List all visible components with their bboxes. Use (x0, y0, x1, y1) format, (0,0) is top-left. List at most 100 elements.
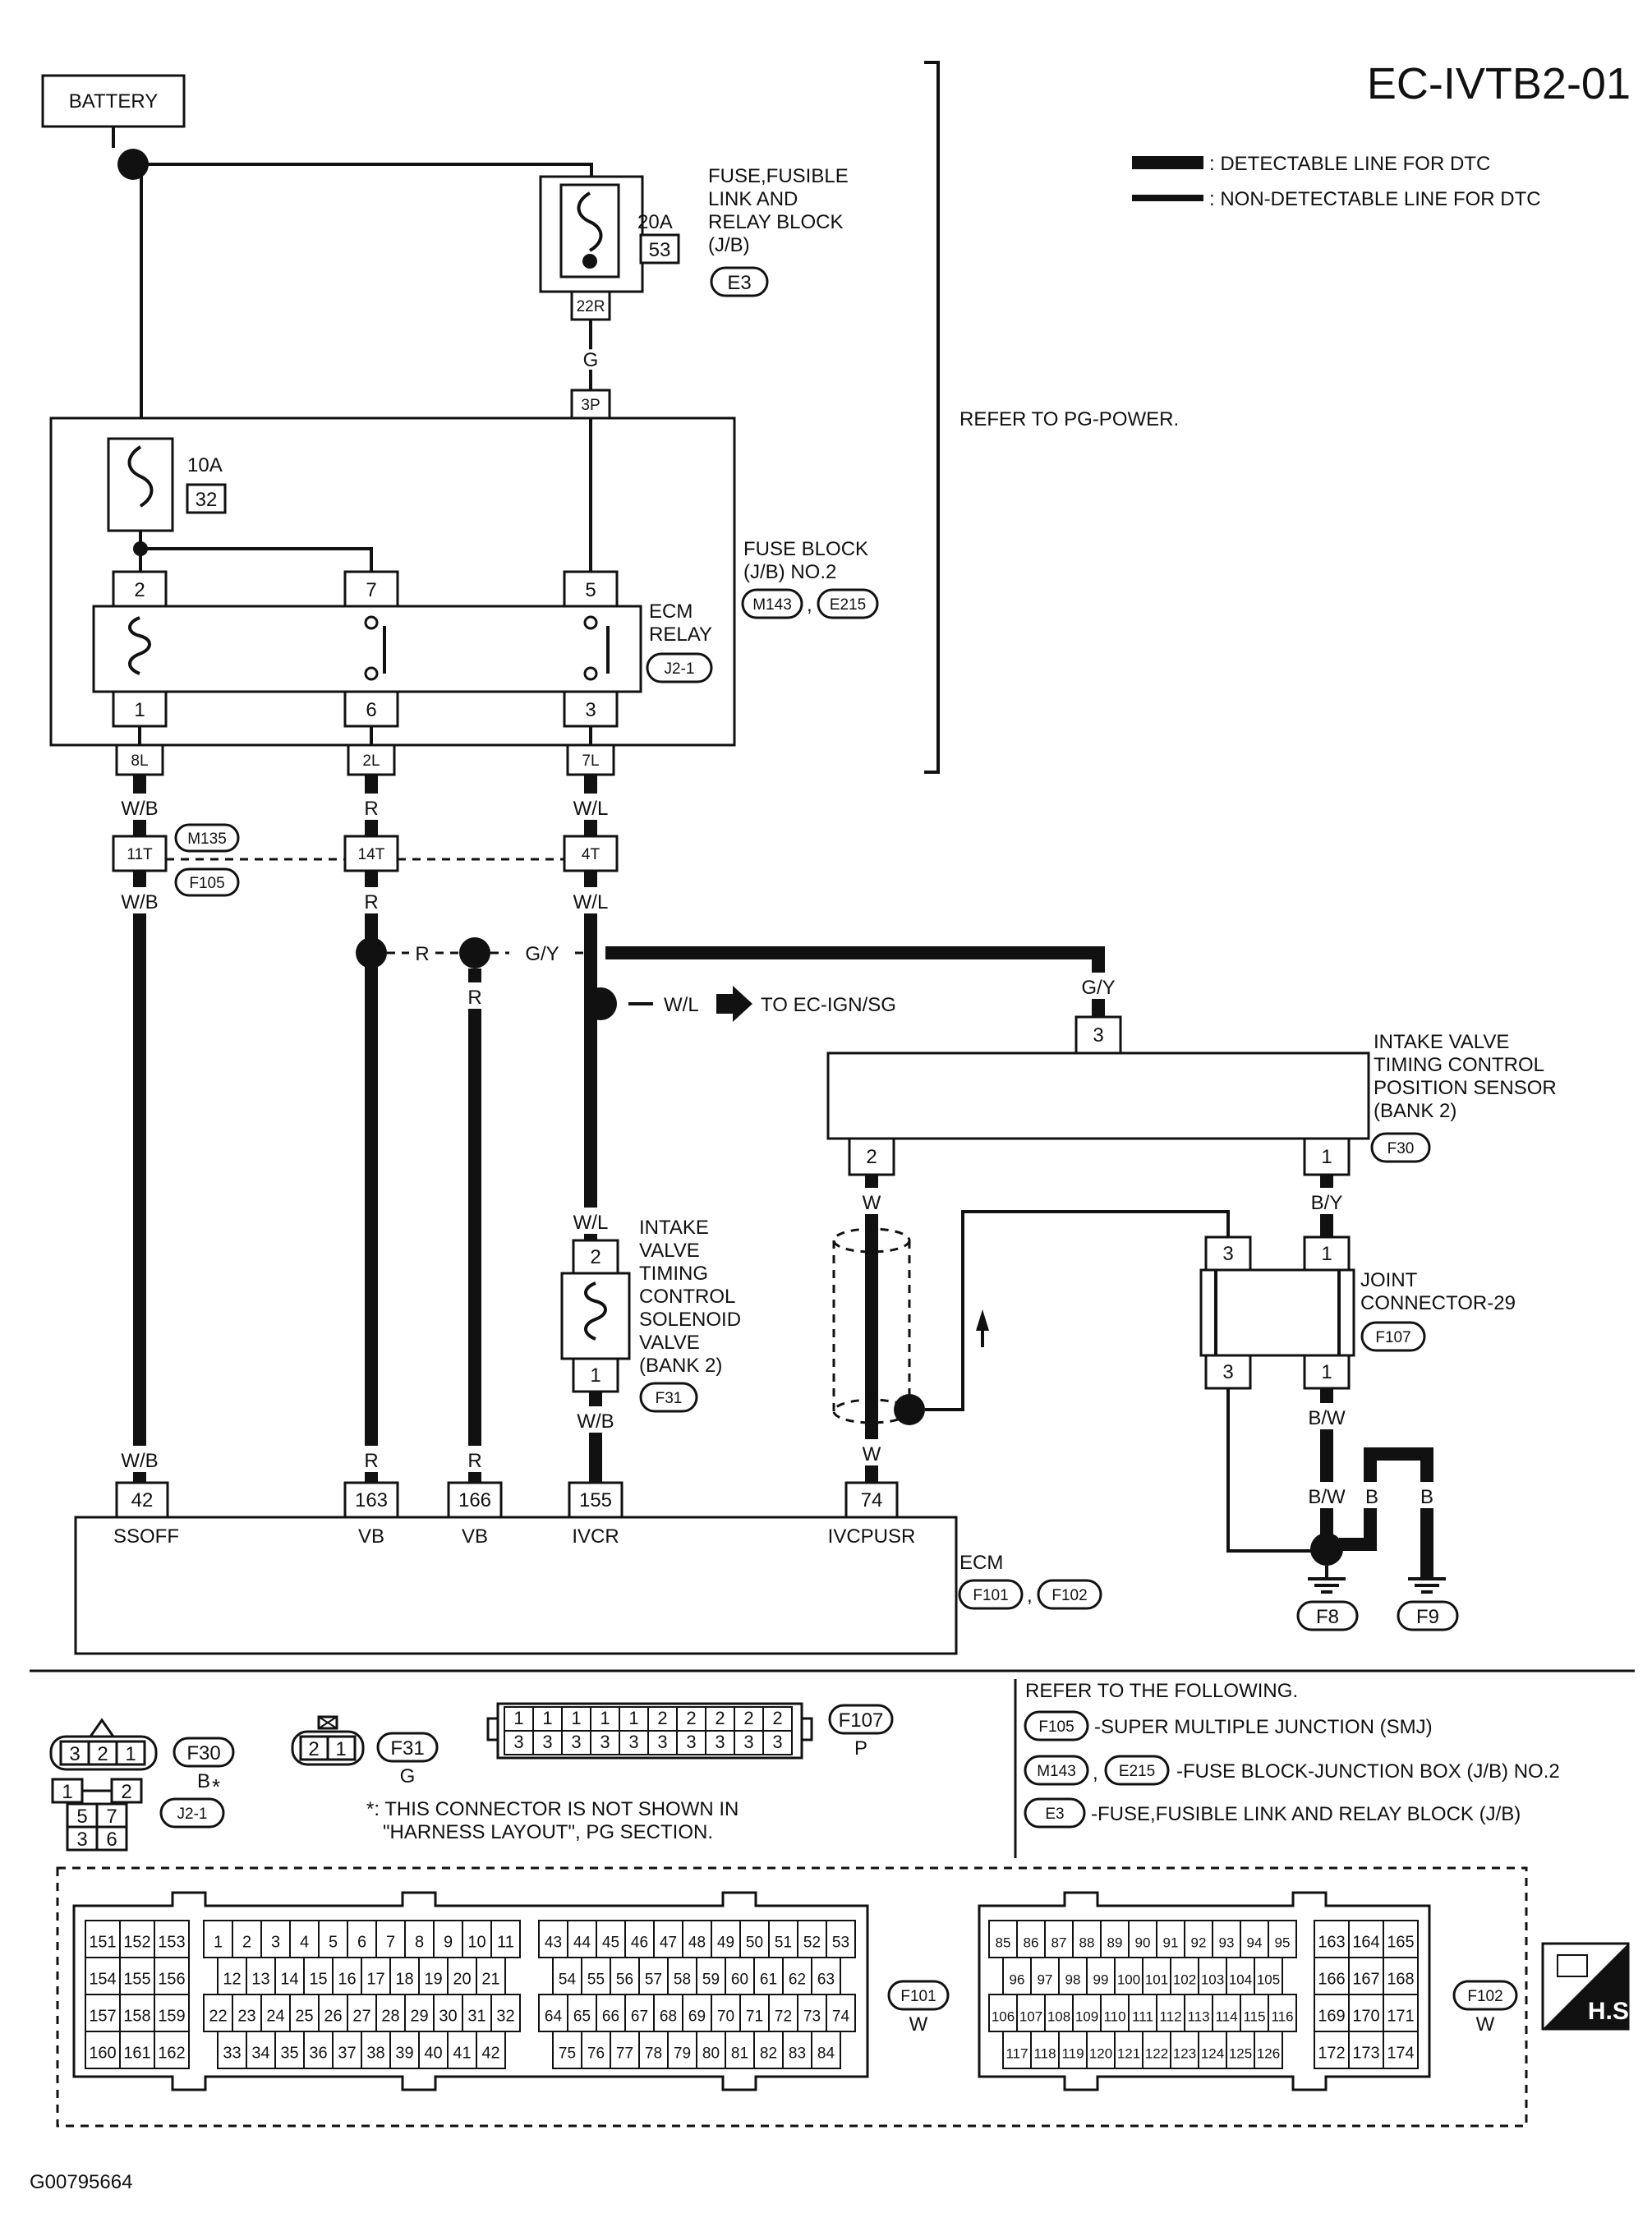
fuse-block-label-2: (J/B) NO.2 (743, 561, 836, 583)
f101-pin-50: 50 (746, 1934, 763, 1951)
connector-f31-face (291, 1715, 365, 1766)
f102-pin-169-cell (1314, 1994, 1350, 2032)
f101-pin-55-cell (581, 1957, 611, 1995)
wire-w-label-upper: W (863, 1192, 881, 1214)
f102-pin-120: 120 (1089, 2045, 1112, 2061)
wire-r-label-166: R (467, 987, 481, 1009)
sensor-pin-2-label: 2 (866, 1146, 877, 1168)
j21-pin-1: 1 (62, 1781, 72, 1803)
f101-pin-160-cell (85, 2031, 121, 2069)
f102-pin-113-cell (1184, 1994, 1213, 2032)
relay-contact-c (583, 615, 598, 630)
conn-f102-face-label: F102 (1467, 1988, 1502, 2005)
refer-pg-power: REFER TO PG-POWER. (959, 408, 1179, 430)
f101-pin-159-cell (154, 1994, 190, 2032)
refer-f105-badge (1024, 1710, 1089, 1741)
f101-pin-31: 31 (467, 2007, 485, 2025)
conn-m143-label: M143 (752, 596, 792, 614)
f101-pin-70: 70 (717, 2008, 734, 2025)
f101-face (72, 1891, 869, 2091)
f107-pin-3-cell (504, 1730, 534, 1755)
f101-pin-72: 72 (775, 2008, 792, 2025)
f102-pin-86-cell (1016, 1920, 1046, 1958)
f102-pin-103: 103 (1201, 1971, 1224, 1987)
f101-pin-44: 44 (573, 1934, 591, 1951)
f102-pin-91: 91 (1163, 1935, 1179, 1950)
ecm-pin-166 (447, 1481, 503, 1519)
f102-pin-174-cell (1383, 2031, 1419, 2069)
refer-f105-text: -SUPER MULTIPLE JUNCTION (SMJ) (1094, 1716, 1433, 1738)
f101-pin-68-cell (653, 1994, 683, 2032)
f102-pin-111: 111 (1132, 2008, 1153, 2024)
refer-f105-label: F105 (1038, 1718, 1074, 1736)
f102-pin-113: 113 (1187, 2008, 1209, 2024)
f102-pin-97: 97 (1038, 1971, 1053, 1987)
f107-pin-1: 1 (542, 1708, 552, 1728)
ecm-label: ECM (959, 1552, 1003, 1574)
conn-m135-badge (174, 823, 240, 853)
wire-w-label-lower: W (863, 1443, 881, 1465)
f101-pin-11: 11 (497, 1933, 514, 1951)
smj-term-4t (563, 835, 619, 872)
sensor-label-2: TIMING CONTROL (1374, 1054, 1544, 1076)
f102-pin-163: 163 (1318, 1933, 1345, 1951)
f101-pin-82: 82 (760, 2045, 777, 2062)
legend-j21-label: J2-1 (177, 1806, 208, 1823)
f101-pin-20-cell (447, 1957, 477, 1995)
f101-pin-9-cell (433, 1920, 463, 1958)
f101-pin-153: 153 (158, 1933, 185, 1951)
term-7l (566, 743, 615, 776)
refer-m143-badge (1024, 1755, 1089, 1786)
comma-3: , (1093, 1762, 1098, 1784)
solenoid-label-1: INTAKE (639, 1217, 709, 1239)
f101-pin-8: 8 (415, 1933, 424, 1951)
f102-pin-95-cell (1268, 1920, 1297, 1958)
f101-pin-45: 45 (602, 1934, 619, 1951)
conn-f101-badge-ecm (958, 1579, 1024, 1610)
f101-pin-2: 2 (242, 1933, 251, 1951)
ecm-relay-label-1: ECM (649, 600, 693, 623)
conn-e215-label: E215 (830, 596, 866, 614)
smj-term-11t-label: 11T (127, 846, 153, 863)
joint-pin-3-top (1204, 1235, 1252, 1272)
wire-bw-label-upper: B/W (1308, 1407, 1346, 1429)
f102-pin-87: 87 (1051, 1935, 1067, 1950)
relay-pin-1 (112, 690, 168, 728)
f101-pin-4-cell (289, 1920, 320, 1958)
f101-pin-71: 71 (746, 2008, 763, 2025)
f102-pin-114: 114 (1215, 2008, 1237, 2024)
f101-pin-5-cell (318, 1920, 348, 1958)
f101-pin-23: 23 (237, 2007, 255, 2025)
f102-pin-170: 170 (1352, 2007, 1379, 2025)
joint-label-2: CONNECTOR-29 (1360, 1292, 1516, 1314)
f101-pin-7: 7 (386, 1933, 395, 1951)
f102-pin-173: 173 (1352, 2044, 1379, 2062)
j21-pin-7: 7 (106, 1806, 117, 1828)
relay-coil (128, 616, 151, 675)
solenoid-label-2: VALVE (639, 1240, 700, 1262)
f101-pin-64: 64 (545, 2008, 563, 2025)
ecm-relay-label-2: RELAY (649, 623, 712, 646)
f107-pin-3: 3 (715, 1732, 725, 1752)
f101-pin-47: 47 (660, 1934, 677, 1951)
f101-pin-8-cell (404, 1920, 435, 1958)
f101-pin-52: 52 (803, 1934, 821, 1951)
joint-pin-3-bottom-label: 3 (1222, 1361, 1233, 1383)
bg-by (1306, 1188, 1347, 1214)
conn-f107-label: F107 (1375, 1329, 1410, 1346)
solenoid-body (560, 1272, 631, 1360)
relay-pin-5-label: 5 (585, 579, 596, 601)
fuse-10a-number: 32 (196, 489, 218, 511)
f102-pin-97-cell (1030, 1957, 1060, 1995)
bg-bw-lower (1305, 1482, 1349, 1508)
wire-gy-label-sensor: G/Y (1081, 977, 1115, 999)
f102-pin-102-cell (1170, 1957, 1199, 1995)
smj-term-11t (112, 835, 168, 872)
f102-pin-108: 108 (1047, 2008, 1070, 2024)
conn-f101-face-label: F101 (900, 1988, 936, 2005)
comma-2: , (1027, 1585, 1033, 1607)
f101-pin-44-cell (567, 1920, 597, 1958)
